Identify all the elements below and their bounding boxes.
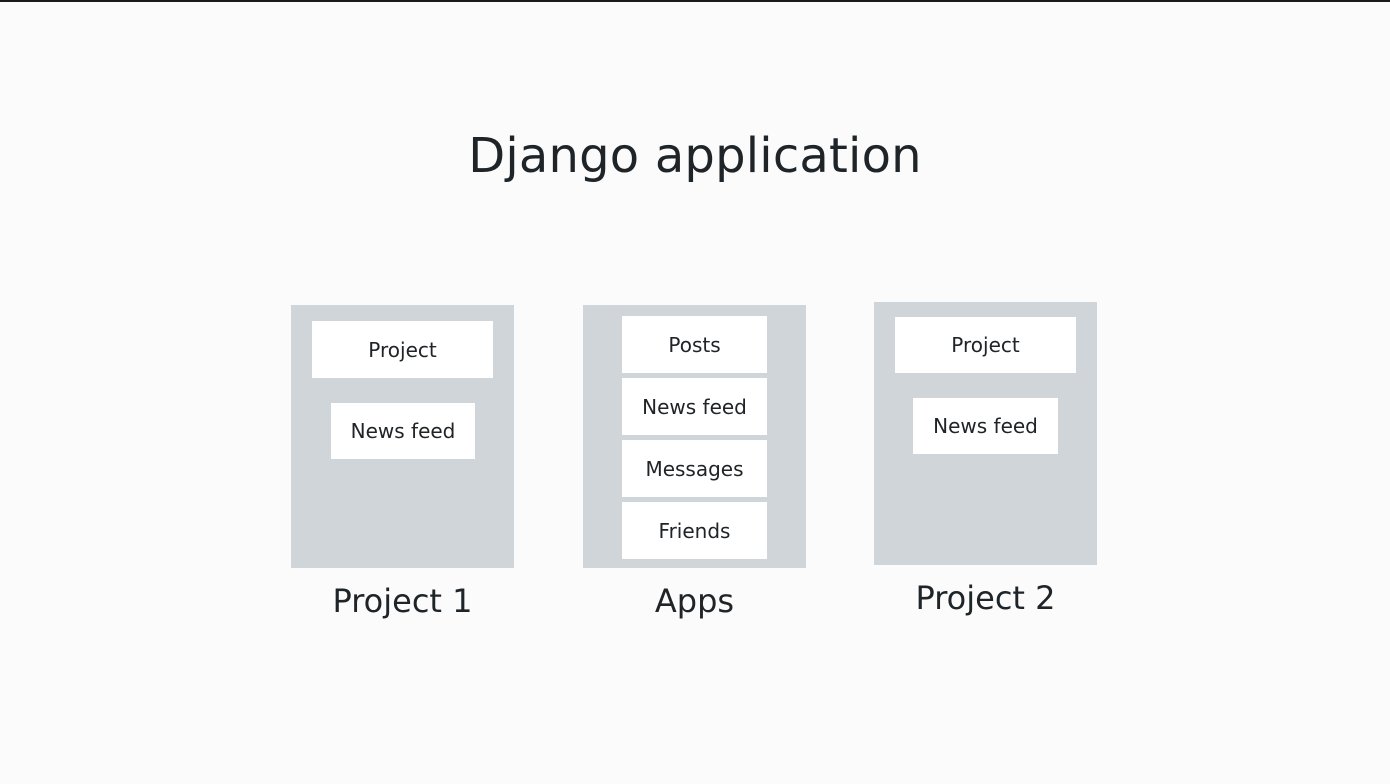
project-1-item-project: Project — [312, 321, 493, 378]
project-2-caption: Project 2 — [915, 579, 1056, 617]
apps-item-friends: Friends — [622, 502, 767, 559]
apps-item-messages: Messages — [622, 440, 767, 497]
project-1-caption: Project 1 — [332, 582, 473, 620]
apps-panel: Posts News feed Messages Friends — [583, 305, 806, 568]
top-border — [0, 0, 1390, 2]
project-2-item-news-feed: News feed — [913, 398, 1058, 454]
apps-item-news-feed: News feed — [622, 378, 767, 435]
project-1-panel: Project News feed — [291, 305, 514, 568]
diagram-title: Django application — [468, 128, 922, 184]
project-1-item-news-feed: News feed — [331, 403, 475, 459]
apps-item-posts: Posts — [622, 316, 767, 373]
project-2-panel: Project News feed — [874, 302, 1097, 565]
apps-caption: Apps — [654, 582, 735, 620]
project-2-item-project: Project — [895, 317, 1076, 373]
